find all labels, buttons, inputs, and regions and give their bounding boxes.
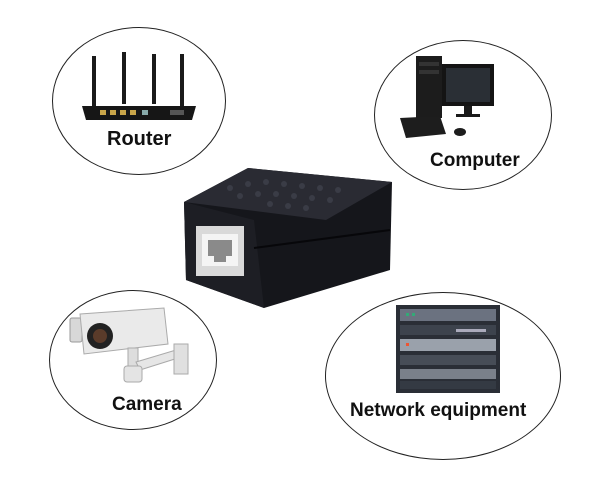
camera-label: Camera (112, 394, 182, 415)
network-label: Network equipment (350, 400, 527, 421)
server-rack-icon (396, 305, 500, 393)
rj45-coupler-icon (184, 168, 392, 308)
desktop-computer-icon (400, 56, 494, 138)
computer-label: Computer (430, 150, 520, 171)
router-label: Router (107, 128, 172, 150)
security-camera-icon (69, 307, 189, 383)
router-icon (82, 52, 196, 120)
router-bubble (52, 27, 226, 175)
